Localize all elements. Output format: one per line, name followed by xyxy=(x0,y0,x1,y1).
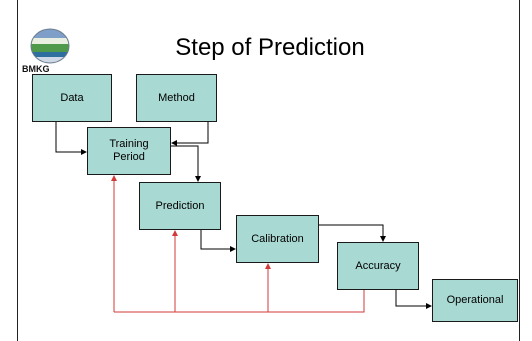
box-operational: Operational xyxy=(432,279,518,322)
slide-border-left xyxy=(17,0,18,341)
connector-accuracy-to-operational xyxy=(395,290,432,309)
slide-title: Step of Prediction xyxy=(175,34,365,61)
box-accuracy: Accuracy xyxy=(337,242,419,290)
bmkg-globe-logo-icon xyxy=(30,28,70,64)
box-method: Method xyxy=(136,74,217,122)
connector-training-to-prediction xyxy=(171,145,201,182)
box-data: Data xyxy=(32,74,112,122)
box-training-period-label: Training Period xyxy=(109,138,149,163)
logo-text: BMKG xyxy=(22,64,50,74)
connector-data-to-training xyxy=(55,122,87,155)
slide-border-right xyxy=(519,0,520,341)
box-calibration: Calibration xyxy=(236,215,319,263)
connector-method-to-training xyxy=(171,122,209,146)
connector-prediction-to-calibration xyxy=(200,230,236,252)
box-prediction: Prediction xyxy=(139,182,221,230)
box-training-period: Training Period xyxy=(87,127,171,175)
connector-calibration-to-accuracy xyxy=(319,224,386,242)
feedback-accuracy-bottom xyxy=(114,290,365,313)
